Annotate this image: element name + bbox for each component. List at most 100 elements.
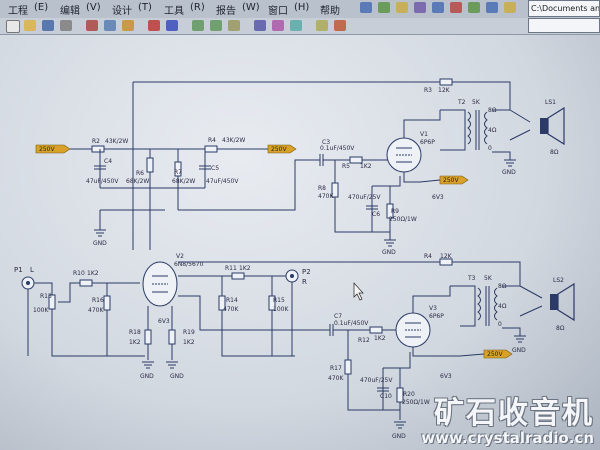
menu-design[interactable]: 设计 bbox=[112, 6, 132, 17]
select-icon[interactable] bbox=[254, 20, 266, 31]
schematic-canvas[interactable]: .w { stroke:#2b3a66; stroke-width:1; fil… bbox=[0, 35, 600, 450]
resistor-r20[interactable] bbox=[396, 387, 404, 403]
menu-edit[interactable]: 编辑 bbox=[60, 6, 80, 17]
resistor-r12[interactable] bbox=[369, 326, 383, 334]
gnd-label-5: GND bbox=[170, 373, 184, 380]
r5-label: R5 bbox=[342, 163, 350, 170]
r17-label: R17 bbox=[330, 365, 342, 372]
gnd-label-1: GND bbox=[93, 240, 107, 247]
menu-tools[interactable]: 工具 bbox=[164, 6, 184, 17]
menu-e[interactable]: (E) bbox=[34, 2, 49, 13]
menu-w[interactable]: (W) bbox=[242, 2, 260, 13]
resistor-r16[interactable] bbox=[103, 295, 111, 311]
resistor-r19[interactable] bbox=[168, 329, 176, 345]
power-tool-icon[interactable] bbox=[414, 2, 426, 13]
menu-help[interactable]: 帮助 bbox=[320, 6, 340, 17]
part-tool-icon[interactable] bbox=[432, 2, 444, 13]
potentiometer-r15[interactable] bbox=[268, 295, 276, 311]
resistor-r10[interactable] bbox=[79, 279, 93, 287]
print-icon[interactable] bbox=[60, 20, 72, 31]
paste-icon[interactable] bbox=[122, 20, 134, 31]
stop-icon[interactable] bbox=[334, 20, 346, 31]
resistor-r6[interactable] bbox=[146, 157, 154, 173]
align-icon[interactable] bbox=[290, 20, 302, 31]
p2-label: P2 bbox=[302, 268, 311, 276]
menu-window[interactable]: 窗口 bbox=[268, 6, 288, 17]
resistor-r14[interactable] bbox=[218, 295, 226, 311]
bus-tool-icon[interactable] bbox=[378, 2, 390, 13]
menu-t[interactable]: (T) bbox=[138, 2, 152, 13]
plate-to-c3-wire bbox=[178, 159, 320, 211]
r17-value: 470K bbox=[328, 375, 344, 382]
undo-icon[interactable] bbox=[148, 20, 160, 31]
net-label-250v-d[interactable]: 250V bbox=[483, 349, 513, 359]
top-feedback-wire bbox=[133, 81, 511, 98]
c3-label: C3 bbox=[322, 139, 330, 146]
secondary-field[interactable] bbox=[528, 18, 600, 33]
gnd-label-7: GND bbox=[512, 347, 526, 354]
speaker-ls2[interactable] bbox=[550, 294, 558, 310]
net-label-tool-icon[interactable] bbox=[396, 2, 408, 13]
t2-primary-coil bbox=[467, 111, 471, 145]
save-icon[interactable] bbox=[42, 20, 54, 31]
r6-label: R6 bbox=[136, 170, 144, 177]
text-tool-icon[interactable] bbox=[504, 2, 516, 13]
r8-label: R8 bbox=[318, 185, 326, 192]
speaker-ls1[interactable] bbox=[540, 118, 548, 134]
r16-label: R16 bbox=[92, 297, 104, 304]
v2-type: 6N8/5670 bbox=[174, 261, 204, 268]
wire-tool-icon[interactable] bbox=[360, 2, 372, 13]
resistor-r2[interactable] bbox=[91, 145, 105, 153]
resistor-r5[interactable] bbox=[349, 156, 363, 164]
p2-channel: R bbox=[302, 278, 307, 286]
menu-r[interactable]: (R) bbox=[190, 2, 205, 13]
resistor-r4-bottom[interactable] bbox=[439, 258, 453, 266]
c4-label: C4 bbox=[104, 158, 112, 165]
mouse-cursor-icon bbox=[353, 282, 364, 301]
resistor-r3[interactable] bbox=[439, 78, 453, 86]
net-label-250v-a[interactable]: 250V bbox=[35, 144, 71, 154]
feedback-wire-2 bbox=[178, 261, 521, 276]
ls1-label: LS1 bbox=[545, 99, 556, 106]
net-label-250v-c[interactable]: 250V bbox=[439, 175, 469, 185]
resistor-r7[interactable] bbox=[174, 161, 182, 177]
junction-tool-icon[interactable] bbox=[486, 2, 498, 13]
new-icon[interactable] bbox=[6, 20, 20, 33]
menu-v[interactable]: (V) bbox=[86, 2, 101, 13]
resistor-r18[interactable] bbox=[144, 329, 152, 345]
menu-h[interactable]: (H) bbox=[294, 2, 310, 13]
redo-icon[interactable] bbox=[166, 20, 178, 31]
compile-icon[interactable] bbox=[316, 20, 328, 31]
v1-label: V1 bbox=[420, 131, 428, 138]
resistor-r9[interactable] bbox=[386, 203, 394, 219]
net-label-250v-b[interactable]: 250V bbox=[267, 144, 297, 154]
menu-project[interactable]: 工程 bbox=[8, 6, 28, 17]
potentiometer-r13[interactable] bbox=[48, 294, 56, 310]
sheet-tool-icon[interactable] bbox=[468, 2, 480, 13]
path-field[interactable]: C:\Documents and Setti bbox=[528, 0, 600, 17]
menu-report[interactable]: 报告 bbox=[216, 6, 236, 17]
r20-label: R20 bbox=[403, 391, 415, 398]
open-icon[interactable] bbox=[24, 20, 36, 31]
v1-heater-label: 6V3 bbox=[432, 194, 444, 201]
resistor-r4-top[interactable] bbox=[204, 145, 218, 153]
r13-value: 100K bbox=[33, 307, 49, 314]
zoom-out-icon[interactable] bbox=[210, 20, 222, 31]
cut-icon[interactable] bbox=[86, 20, 98, 31]
resistor-r11[interactable] bbox=[231, 272, 245, 280]
zoom-fit-icon[interactable] bbox=[228, 20, 240, 31]
c7-value: 0.1uF/450V bbox=[334, 320, 369, 327]
r4-label: R4 bbox=[208, 137, 216, 144]
port-tool-icon[interactable] bbox=[450, 2, 462, 13]
copy-icon[interactable] bbox=[104, 20, 116, 31]
watermark-logo-text: 矿石收音机 bbox=[434, 396, 594, 431]
resistor-r8[interactable] bbox=[331, 182, 339, 198]
r9-value: 250Ω/1W bbox=[389, 216, 417, 223]
move-icon[interactable] bbox=[272, 20, 284, 31]
r4b-value: 12K bbox=[440, 253, 453, 260]
menu-bar: 工程 (E) 编辑 (V) 设计 (T) 工具 (R) 报告 (W) 窗口 (H… bbox=[0, 0, 600, 19]
resistor-r17[interactable] bbox=[344, 359, 352, 375]
t3-primary-imp: 5K bbox=[484, 275, 493, 282]
zoom-in-icon[interactable] bbox=[192, 20, 204, 31]
